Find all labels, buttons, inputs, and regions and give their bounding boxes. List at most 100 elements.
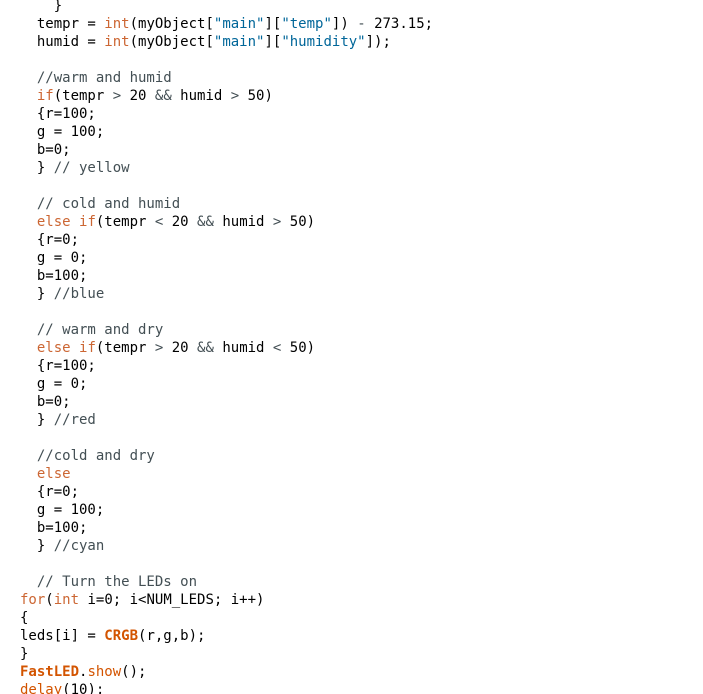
function-name: FastLED bbox=[20, 664, 80, 680]
keyword-token: if bbox=[79, 340, 96, 356]
keyword-token: else bbox=[36, 340, 71, 356]
code-text: ][ bbox=[264, 34, 282, 50]
code-text: } bbox=[20, 0, 63, 14]
code-text: b=0; bbox=[20, 394, 71, 410]
code-line[interactable]: else if(tempr < 20 && humid > 50) bbox=[20, 213, 315, 231]
code-text: 20 bbox=[121, 88, 155, 104]
code-text: humid bbox=[171, 88, 231, 104]
keyword-token: if bbox=[79, 214, 96, 230]
code-line[interactable]: //cold and dry bbox=[20, 447, 155, 465]
code-text: (); bbox=[121, 664, 147, 680]
operator-token: < bbox=[272, 340, 282, 356]
code-text: } bbox=[20, 412, 54, 428]
code-line[interactable]: if(tempr > 20 && humid > 50) bbox=[20, 87, 273, 105]
code-text: { bbox=[20, 610, 29, 626]
code-line[interactable]: for(int i=0; i<NUM_LEDS; i++) bbox=[20, 591, 264, 609]
code-text: {r=100; bbox=[20, 358, 96, 374]
code-text: (tempr bbox=[53, 88, 113, 104]
code-comment: // warm and dry bbox=[20, 322, 164, 338]
code-line[interactable]: } bbox=[20, 645, 28, 663]
string-literal: "humidity" bbox=[281, 34, 366, 50]
method-name: show bbox=[87, 664, 122, 680]
code-line[interactable]: g = 0; bbox=[20, 249, 88, 267]
code-text: (tempr bbox=[95, 340, 155, 356]
function-name: CRGB bbox=[104, 628, 139, 644]
code-line[interactable]: humid = int(myObject["main"]["humidity"]… bbox=[20, 33, 391, 51]
code-text: 50) bbox=[281, 340, 316, 356]
keyword-token: else bbox=[36, 214, 71, 230]
code-comment: // cold and humid bbox=[20, 196, 181, 212]
code-text: (r,g,b); bbox=[138, 628, 206, 644]
code-text: b=0; bbox=[20, 142, 71, 158]
code-text: 50) bbox=[239, 88, 273, 104]
code-line[interactable]: // warm and dry bbox=[20, 321, 163, 339]
code-line[interactable]: } bbox=[20, 0, 62, 15]
code-line[interactable]: // Turn the LEDs on bbox=[20, 573, 197, 591]
code-line[interactable]: else if(tempr > 20 && humid < 50) bbox=[20, 339, 315, 357]
type-token: int bbox=[53, 592, 80, 608]
code-comment: //warm and humid bbox=[20, 70, 172, 86]
code-line[interactable]: delay(10); bbox=[20, 681, 104, 694]
operator-token: > bbox=[112, 88, 122, 104]
code-text: } bbox=[20, 160, 54, 176]
code-line[interactable]: b=100; bbox=[20, 519, 88, 537]
code-text: } bbox=[20, 286, 54, 302]
code-text bbox=[20, 88, 37, 104]
code-text bbox=[71, 214, 79, 230]
code-line[interactable]: g = 0; bbox=[20, 375, 88, 393]
code-text: humid bbox=[213, 340, 273, 356]
code-text: 20 bbox=[163, 214, 198, 230]
code-line[interactable]: } //red bbox=[20, 411, 96, 429]
code-text bbox=[20, 214, 37, 230]
code-line[interactable]: {r=0; bbox=[20, 231, 79, 249]
string-literal: "main" bbox=[213, 34, 265, 50]
code-text: {r=0; bbox=[20, 484, 80, 500]
code-text bbox=[20, 340, 37, 356]
operator-token: - bbox=[357, 16, 366, 32]
code-line[interactable]: leds[i] = CRGB(r,g,b); bbox=[20, 627, 205, 645]
operator-token: && bbox=[197, 340, 214, 356]
code-line[interactable]: g = 100; bbox=[20, 501, 104, 519]
code-line[interactable]: else bbox=[20, 465, 71, 483]
code-comment: //red bbox=[53, 412, 96, 428]
code-line[interactable]: { bbox=[20, 609, 28, 627]
code-line[interactable]: FastLED.show(); bbox=[20, 663, 146, 681]
code-text: ][ bbox=[264, 16, 282, 32]
code-text: (myObject[ bbox=[129, 34, 214, 50]
operator-token: > bbox=[272, 214, 282, 230]
code-line[interactable]: // cold and humid bbox=[20, 195, 180, 213]
code-line[interactable]: g = 100; bbox=[20, 123, 104, 141]
code-line[interactable]: b=0; bbox=[20, 393, 71, 411]
code-text: tempr = bbox=[20, 16, 105, 32]
code-line[interactable]: {r=0; bbox=[20, 483, 79, 501]
code-line[interactable]: {r=100; bbox=[20, 105, 96, 123]
code-text: g = 100; bbox=[20, 124, 105, 140]
code-line[interactable]: //warm and humid bbox=[20, 69, 172, 87]
code-line[interactable]: tempr = int(myObject["main"]["temp"]) - … bbox=[20, 15, 433, 33]
code-text: . bbox=[79, 664, 88, 680]
code-comment: //cold and dry bbox=[20, 448, 155, 464]
code-line[interactable]: {r=100; bbox=[20, 357, 96, 375]
operator-token: > bbox=[230, 88, 240, 104]
code-text: leds[i] = bbox=[20, 628, 105, 644]
code-text bbox=[71, 340, 79, 356]
keyword-token: for bbox=[20, 592, 46, 608]
code-text: g = 100; bbox=[20, 502, 105, 518]
code-line[interactable]: b=100; bbox=[20, 267, 88, 285]
code-text: } bbox=[20, 538, 54, 554]
code-text: (tempr bbox=[95, 214, 155, 230]
code-line[interactable]: b=0; bbox=[20, 141, 71, 159]
code-line[interactable]: } //cyan bbox=[20, 537, 104, 555]
operator-token: < bbox=[154, 214, 164, 230]
code-text: ]); bbox=[365, 34, 391, 50]
string-literal: "temp" bbox=[281, 16, 332, 32]
code-text: humid bbox=[213, 214, 273, 230]
code-line[interactable]: } //blue bbox=[20, 285, 104, 303]
code-text bbox=[20, 466, 37, 482]
type-token: int bbox=[104, 16, 130, 32]
code-line[interactable]: } // yellow bbox=[20, 159, 130, 177]
code-text: ]) bbox=[331, 16, 358, 32]
code-text: g = 0; bbox=[20, 376, 88, 392]
code-text: } bbox=[20, 646, 29, 662]
